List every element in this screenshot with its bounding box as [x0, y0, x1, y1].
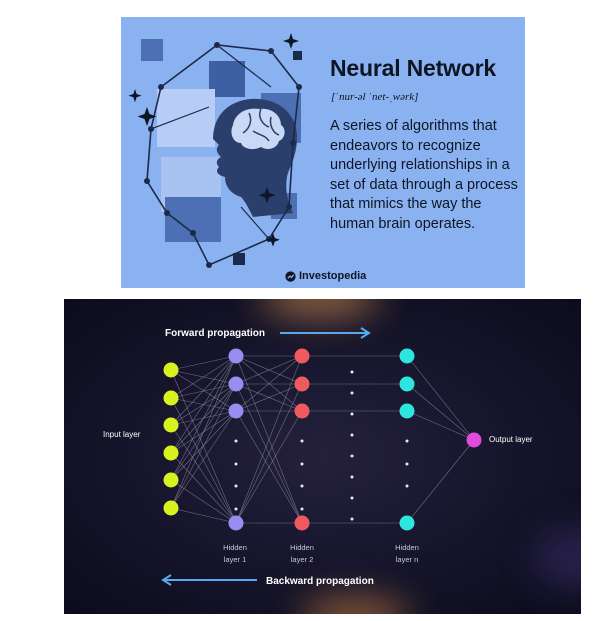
edge [235, 383, 303, 524]
edge [235, 410, 303, 524]
hidden-n-node [399, 403, 415, 419]
ellipsis-dot [300, 439, 304, 443]
edge [170, 397, 237, 524]
ellipsis-dot [405, 462, 409, 466]
edge [170, 383, 237, 399]
ellipsis-dot [350, 370, 354, 374]
sparkle-icon [266, 233, 280, 247]
forward-arrowhead-icon [360, 327, 371, 339]
ellipsis-dot [234, 484, 238, 488]
input-node [163, 390, 179, 406]
backward-propagation-label: Backward propagation [266, 576, 374, 587]
glow-top [260, 299, 380, 317]
edge [170, 355, 237, 426]
input-node [163, 445, 179, 461]
hidden-layer-1-line2: layer 1 [223, 555, 247, 564]
hidden-layer-1-line1: Hidden [223, 543, 247, 552]
input-layer-label: Input layer [103, 430, 141, 439]
hidden-n-node [399, 348, 415, 364]
hidden-n-node [399, 515, 415, 531]
ellipsis-dot [300, 462, 304, 466]
output-node [466, 432, 482, 448]
ellipsis-dot [350, 475, 354, 479]
input-node [163, 472, 179, 488]
ellipsis-dot [234, 462, 238, 466]
edge [170, 452, 237, 524]
hidden-2-node [294, 403, 310, 419]
sparkle-icon [283, 33, 299, 49]
edge [406, 355, 475, 441]
card-phonetic: [ˈnur-əl ˈnet-ˌwərk] [331, 91, 419, 103]
card-title: Neural Network [330, 55, 496, 81]
output-layer-label: Output layer [489, 435, 533, 444]
hidden-2-node [294, 376, 310, 392]
square-deco [293, 51, 302, 60]
brand: Investopedia [285, 270, 366, 282]
ellipsis-dot [350, 433, 354, 437]
ellipsis-dot [350, 496, 354, 500]
input-node [163, 362, 179, 378]
glow-bottom [300, 599, 410, 614]
input-node [163, 500, 179, 516]
hidden-layer-1-label: Hidden layer 1 [210, 542, 260, 566]
edge [235, 355, 303, 412]
edge [406, 383, 475, 441]
edge [235, 355, 303, 524]
edge [406, 439, 475, 524]
brand-name: Investopedia [299, 270, 367, 282]
edge [170, 355, 237, 371]
ellipsis-dot [300, 484, 304, 488]
edge [170, 410, 237, 509]
square-deco [157, 89, 215, 147]
neural-network-diagram: Forward propagation Backward propagation… [64, 299, 581, 614]
edge [170, 355, 237, 399]
card-description: A series of algorithms that endeavors to… [330, 118, 518, 232]
input-node [163, 417, 179, 433]
ellipsis-dot [350, 391, 354, 395]
hidden-layer-2-line1: Hidden [290, 543, 314, 552]
hidden-layer-n-line2: layer n [395, 555, 419, 564]
hidden-1-node [228, 348, 244, 364]
hidden-layer-n-line1: Hidden [395, 543, 419, 552]
edge [170, 424, 237, 524]
backward-arrowhead-icon [161, 574, 172, 586]
ellipsis-dot [300, 507, 304, 511]
sparkle-icon [137, 107, 157, 126]
edge [170, 507, 237, 524]
forward-propagation-label: Forward propagation [165, 328, 265, 339]
network-graph [161, 327, 482, 586]
ellipsis-dot [405, 439, 409, 443]
investopedia-logo-icon [285, 270, 296, 282]
hidden-1-node [228, 376, 244, 392]
ellipsis-dot [350, 412, 354, 416]
sparkle-icon [258, 187, 276, 204]
ellipsis-dot [405, 484, 409, 488]
hidden-2-node [294, 348, 310, 364]
edge [235, 355, 303, 385]
edge [235, 383, 303, 412]
sparkle-icon [128, 89, 142, 103]
hidden-layer-2-label: Hidden layer 2 [277, 542, 327, 566]
ellipsis-dot [350, 517, 354, 521]
ellipsis-dot [234, 507, 238, 511]
edge [406, 410, 475, 441]
square-deco [141, 39, 163, 61]
edge [170, 383, 237, 509]
hidden-layer-n-label: Hidden layer n [382, 542, 432, 566]
hidden-1-node [228, 403, 244, 419]
edge [170, 355, 237, 454]
square-deco [233, 253, 245, 265]
hidden-2-node [294, 515, 310, 531]
brain-illustration [128, 33, 302, 268]
edge [170, 479, 237, 524]
definition-card: Neural Network [ˈnur-əl ˈnet-ˌwərk] A se… [121, 17, 525, 288]
edge [170, 355, 237, 509]
hidden-1-node [228, 515, 244, 531]
ellipsis-dot [350, 454, 354, 458]
hidden-n-node [399, 376, 415, 392]
ellipsis-dot [234, 439, 238, 443]
edge [170, 355, 237, 481]
hidden-layer-2-line2: layer 2 [290, 555, 314, 564]
